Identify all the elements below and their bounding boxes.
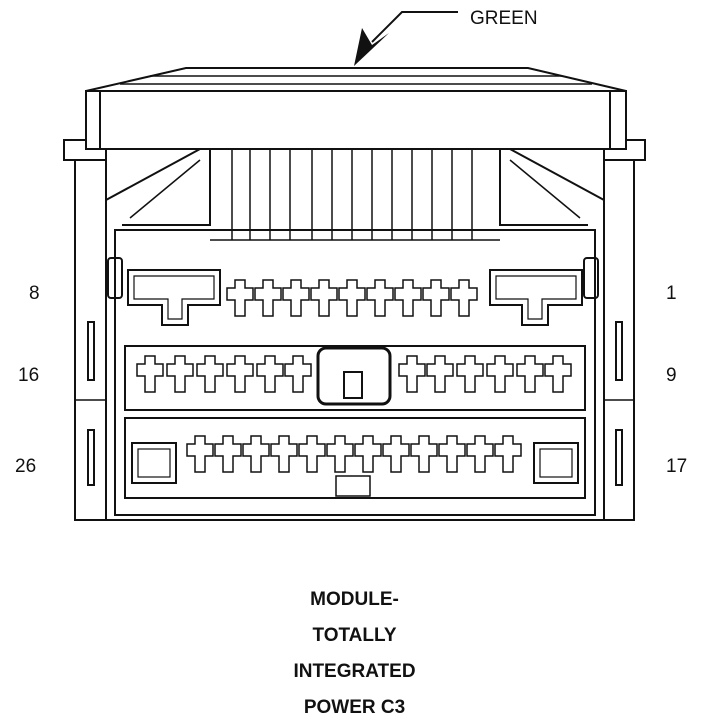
- terminal-cavity: [486, 355, 514, 393]
- terminal-cavity: [326, 435, 354, 473]
- terminal-cavity: [298, 435, 326, 473]
- terminal-cavity: [136, 355, 164, 393]
- terminal-cavity: [394, 279, 422, 317]
- caption-line-2: TOTALLY: [312, 625, 397, 646]
- terminal-cavity: [398, 355, 426, 393]
- terminal-cavity: [544, 355, 572, 393]
- terminal-cavity: [438, 435, 466, 473]
- terminal-cavity: [270, 435, 298, 473]
- diagram-caption: MODULE- TOTALLY INTEGRATED POWER C3: [0, 582, 709, 726]
- cavity-row-3: [124, 417, 586, 499]
- terminal-cavity: [450, 279, 478, 317]
- terminal-cavity: [354, 435, 382, 473]
- terminal-cavity: [254, 279, 282, 317]
- terminal-cavity: [256, 355, 284, 393]
- terminal-cavity: [226, 279, 254, 317]
- caption-line-3: INTEGRATED: [293, 661, 416, 682]
- connector-housing: [63, 139, 646, 521]
- terminal-cavity: [214, 435, 242, 473]
- cavity-row-2: [124, 345, 586, 411]
- terminal-cavity: [466, 435, 494, 473]
- terminal-cavity: [338, 279, 366, 317]
- terminal-cavity: [494, 435, 522, 473]
- caption-line-4: POWER C3: [303, 697, 406, 718]
- connector-top-rib: [85, 67, 627, 150]
- cavity-row-1: [127, 269, 583, 326]
- terminal-cavity: [456, 355, 484, 393]
- terminal-cavity: [516, 355, 544, 393]
- terminal-cavity: [242, 435, 270, 473]
- terminal-cavity: [426, 355, 454, 393]
- terminal-cavity: [196, 355, 224, 393]
- terminal-cavity: [166, 355, 194, 393]
- wire-color-label: GREEN: [470, 8, 538, 29]
- terminal-cavity: [366, 279, 394, 317]
- pin-label-bottom-right: 17: [666, 456, 688, 477]
- terminal-cavity: [310, 279, 338, 317]
- terminal-cavity: [282, 279, 310, 317]
- terminal-cavity: [186, 435, 214, 473]
- terminal-ribs: [210, 149, 500, 241]
- terminal-cavity: [284, 355, 312, 393]
- terminal-cavity: [382, 435, 410, 473]
- pin-label-top-left: 8: [29, 283, 40, 304]
- pin-label-top-right: 1: [666, 283, 677, 304]
- caption-line-1: MODULE-: [310, 589, 399, 610]
- terminal-cavity: [410, 435, 438, 473]
- pin-label-bottom-left: 26: [15, 456, 37, 477]
- callout-arrow: [354, 11, 458, 66]
- pin-label-middle-left: 16: [18, 365, 40, 386]
- inner-guide-walls: [105, 148, 605, 226]
- pin-label-middle-right: 9: [666, 365, 677, 386]
- terminal-cavity: [422, 279, 450, 317]
- terminal-cavity: [226, 355, 254, 393]
